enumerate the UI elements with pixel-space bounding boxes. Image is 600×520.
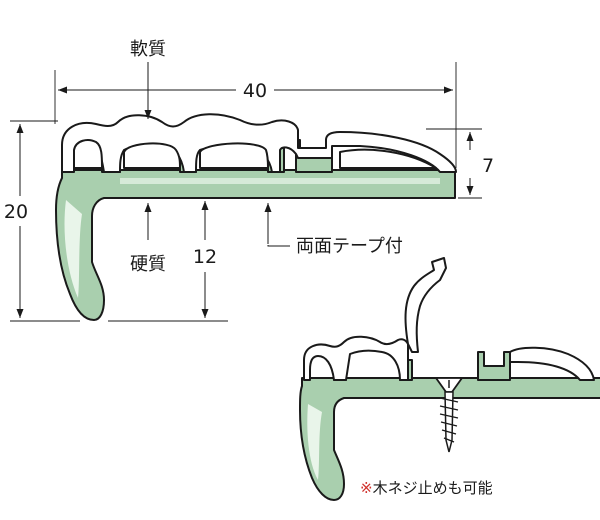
plate-highlight [120,178,440,184]
tape-label: 両面テープ付 [296,236,403,257]
small-step [477,351,511,381]
callouts: 軟質 硬質 両面テープ付 [130,39,403,275]
small-soft-bulbs [303,335,409,381]
screw-mount-profile [299,257,600,501]
bulb-cavity-2 [123,142,181,169]
small-flap [404,257,447,353]
small-soft-lip [509,346,595,381]
lip-cavity [339,148,437,169]
dimensions: 40 20 12 7 [4,62,494,322]
bulb-cavity-1 [73,139,103,169]
hard-body [55,169,456,321]
note-mark: ※ [360,479,373,497]
dim-lip-label: 7 [482,155,494,177]
dim-width-label: 40 [243,80,267,102]
screw-note: ※木ネジ止めも可能 [360,479,493,497]
small-hard-body [299,377,600,501]
main-profile [55,113,457,321]
small-highlight [307,404,322,480]
note-text: 木ネジ止めも可能 [373,479,493,497]
dim-depth-label: 12 [193,246,217,268]
hard-highlight [64,200,82,298]
wood-screw [434,377,464,453]
soft-material-label: 軟質 [130,39,166,60]
bulb-cavity-3 [199,142,269,169]
dim-height-label: 20 [4,201,28,223]
hard-material-label: 硬質 [130,254,166,275]
